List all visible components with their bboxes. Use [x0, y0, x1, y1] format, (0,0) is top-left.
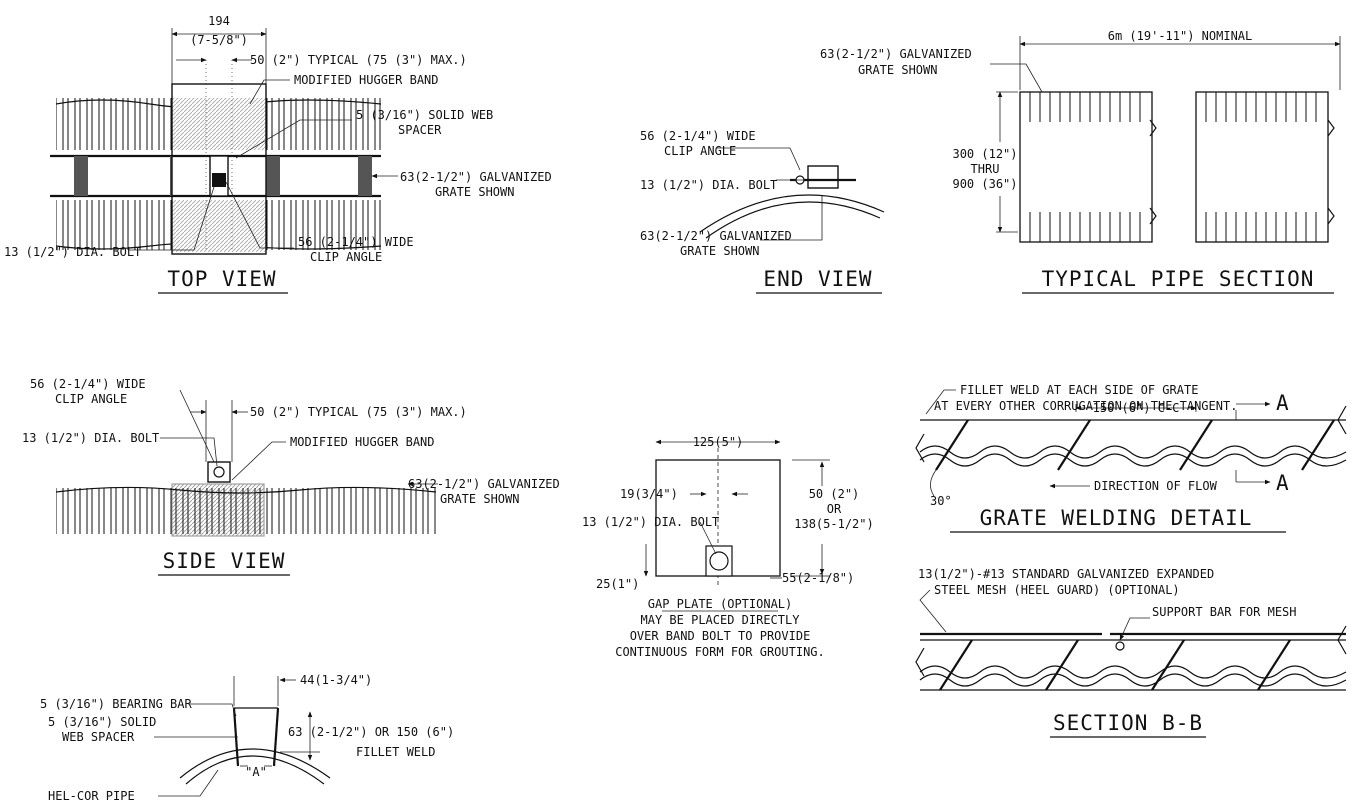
gap-right-dim: 55(2-1/8")	[782, 571, 854, 585]
gap-height-line1: 50 (2")	[809, 487, 860, 501]
top-view-spacer-line1: 5 (3/16") SOLID WEB	[356, 108, 493, 122]
top-view: 194 (7-5/8") 50 (2") TYPICAL (75 (3") MA…	[4, 14, 552, 294]
top-view-typical-spacing: 50 (2") TYPICAL (75 (3") MAX.)	[250, 53, 467, 67]
bearing-bar-detail: 44(1-3/4") 5 (3/16") BEARING BAR 5 (3/16…	[40, 673, 454, 803]
top-view-grate-line2: GRATE SHOWN	[435, 185, 514, 199]
gap-bottom-dim: 25(1")	[596, 577, 639, 591]
pipe-dia-line2: THRU	[971, 162, 1000, 176]
section-b-title: SECTION B-B	[1053, 711, 1203, 735]
bearing-spacer-line1: 5 (3/16") SOLID	[48, 715, 156, 729]
top-view-clip-line2: CLIP ANGLE	[310, 250, 382, 264]
pipe-grate-line1: 63(2-1/2") GALVANIZED	[820, 47, 972, 61]
weld-note-line1: FILLET WELD AT EACH SIDE OF GRATE	[960, 383, 1198, 397]
typical-pipe-section: 6m (19'-11") NOMINAL 63(2-1/2") GALVANIZ…	[820, 29, 1341, 294]
pipe-dia-line1: 300 (12")	[952, 147, 1017, 161]
gap-width-dim: 125(5")	[693, 435, 744, 449]
gap-note-line1: MAY BE PLACED DIRECTLY	[641, 613, 801, 627]
top-view-spacer-line2: SPACER	[398, 123, 442, 137]
pipe-section-title: TYPICAL PIPE SECTION	[1042, 267, 1315, 291]
gap-offset-dim: 19(3/4")	[620, 487, 678, 501]
end-view-bolt-label: 13 (1/2") DIA. BOLT	[640, 178, 777, 192]
section-b-b: 13(1/2")-#13 STANDARD GALVANIZED EXPANDE…	[915, 567, 1347, 738]
pipe-length-dim: 6m (19'-11") NOMINAL	[1108, 29, 1253, 43]
bearing-weld-label: FILLET WELD	[356, 745, 435, 759]
pipe-grate-line2: GRATE SHOWN	[858, 63, 937, 77]
weld-flow-label: DIRECTION OF FLOW	[1094, 479, 1218, 493]
side-view-title: SIDE VIEW	[163, 549, 286, 573]
side-view-grate-line2: GRATE SHOWN	[440, 492, 519, 506]
side-view-bolt-label: 13 (1/2") DIA. BOLT	[22, 431, 159, 445]
side-view-typical-spacing: 50 (2") TYPICAL (75 (3") MAX.)	[250, 405, 467, 419]
end-view-title: END VIEW	[763, 267, 872, 291]
gap-height-line3: 138(5-1/2")	[794, 517, 873, 531]
top-view-dim-width: 194	[208, 14, 230, 28]
top-view-clip-line1: 56 (2-1/4") WIDE	[298, 235, 414, 249]
gap-plate: 125(5") 19(3/4") 13 (1/2") DIA. BOLT 50 …	[582, 435, 874, 659]
end-view-grate-line2: GRATE SHOWN	[680, 244, 759, 258]
end-view: 56 (2-1/4") WIDE CLIP ANGLE 13 (1/2") DI…	[640, 129, 885, 294]
weld-spacing-dim: 150 (6") C-C	[1093, 401, 1180, 415]
weld-angle-label: 30°	[930, 494, 952, 508]
side-view-clip-line1: 56 (2-1/4") WIDE	[30, 377, 146, 391]
top-view-bolt-label: 13 (1/2") DIA. BOLT	[4, 245, 141, 259]
top-view-band-label: MODIFIED HUGGER BAND	[294, 73, 439, 87]
weld-detail-title: GRATE WELDING DETAIL	[980, 506, 1253, 530]
pipe-dia-line3: 900 (36")	[952, 177, 1017, 191]
section-b-mesh-line2: STEEL MESH (HEEL GUARD) (OPTIONAL)	[934, 583, 1180, 597]
top-view-title: TOP VIEW	[167, 267, 276, 291]
gap-bolt-label: 13 (1/2") DIA. BOLT	[582, 515, 719, 529]
bearing-pipe-label: HEL-COR PIPE	[48, 789, 135, 803]
section-b-support-label: SUPPORT BAR FOR MESH	[1152, 605, 1297, 619]
bearing-a-label: "A"	[245, 765, 267, 779]
top-view-dim-width-imperial: (7-5/8")	[190, 33, 248, 47]
bearing-spacer-line2: WEB SPACER	[62, 730, 135, 744]
weld-section-marker-top: A	[1276, 391, 1290, 415]
side-view: 56 (2-1/4") WIDE CLIP ANGLE 50 (2") TYPI…	[22, 377, 560, 576]
side-view-grate-line1: 63(2-1/2") GALVANIZED	[408, 477, 560, 491]
weld-note-line2: AT EVERY OTHER CORRUGATION ON THE TANGEN…	[934, 399, 1237, 413]
bearing-height-dim: 63 (2-1/2") OR 150 (6")	[288, 725, 454, 739]
bearing-gap-dim: 44(1-3/4")	[300, 673, 372, 687]
grate-welding-detail: FILLET WELD AT EACH SIDE OF GRATE AT EVE…	[915, 383, 1347, 533]
end-view-clip-line2: CLIP ANGLE	[664, 144, 736, 158]
end-view-clip-line1: 56 (2-1/4") WIDE	[640, 129, 756, 143]
gap-note-line2: OVER BAND BOLT TO PROVIDE	[630, 629, 811, 643]
end-view-grate-line1: 63(2-1/2") GALVANIZED	[640, 229, 792, 243]
section-b-mesh-line1: 13(1/2")-#13 STANDARD GALVANIZED EXPANDE…	[918, 567, 1214, 581]
side-view-band-label: MODIFIED HUGGER BAND	[290, 435, 435, 449]
top-view-grate-line1: 63(2-1/2") GALVANIZED	[400, 170, 552, 184]
gap-note-line3: CONTINUOUS FORM FOR GROUTING.	[615, 645, 825, 659]
side-view-clip-line2: CLIP ANGLE	[55, 392, 127, 406]
weld-section-marker-bottom: A	[1276, 471, 1290, 495]
gap-height-line2: OR	[827, 502, 842, 516]
bearing-bar-label: 5 (3/16") BEARING BAR	[40, 697, 192, 711]
gap-plate-title: GAP PLATE (OPTIONAL)	[648, 597, 793, 611]
